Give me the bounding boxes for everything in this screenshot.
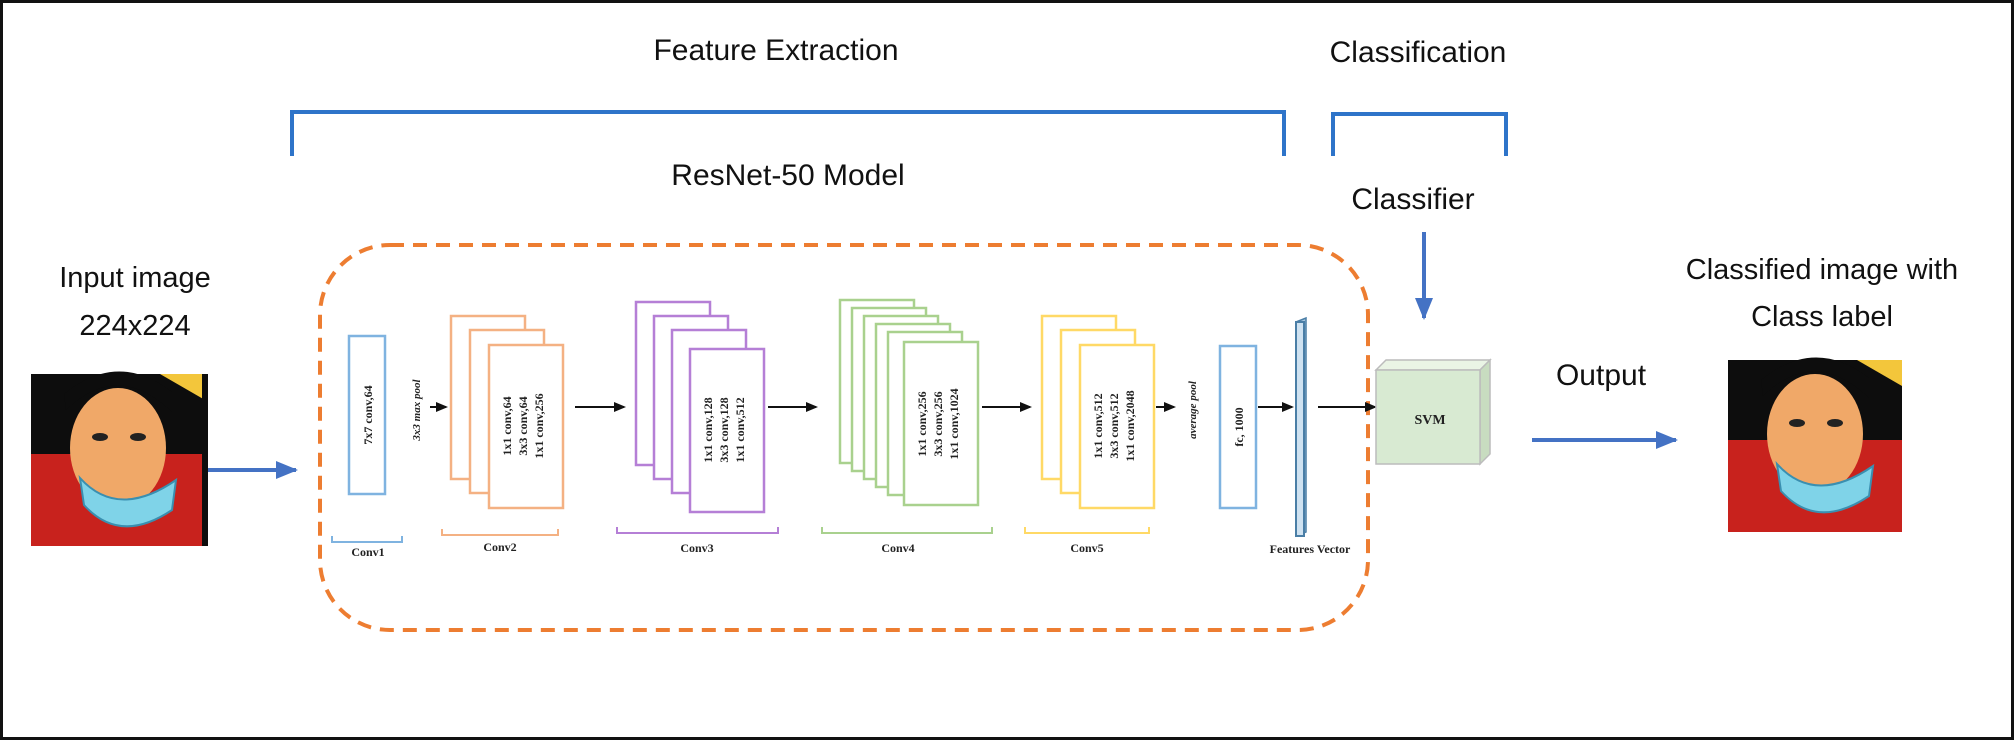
feature-extraction-bracket bbox=[290, 110, 1286, 156]
input-face-image bbox=[31, 371, 208, 546]
output-arrow-label: Output bbox=[1556, 359, 1647, 392]
conv4-block: 1x1 conv,256 3x3 conv,256 1x1 conv,1024 … bbox=[821, 298, 993, 555]
input-label-line1: Input image bbox=[59, 262, 211, 294]
conv1-layer-text: 7x7 conv,64 bbox=[361, 385, 375, 444]
classification-label: Classification bbox=[1330, 36, 1507, 69]
conv1-stage-label: Conv1 bbox=[351, 545, 384, 559]
conv4-line-2: 3x3 conv,256 bbox=[931, 391, 945, 456]
classifier-label: Classifier bbox=[1351, 183, 1474, 216]
feature-extraction-label: Feature Extraction bbox=[653, 34, 898, 67]
features-vector-label: Features Vector bbox=[1270, 542, 1351, 556]
output-label-line1: Classified image with bbox=[1686, 254, 1958, 286]
output-face-image bbox=[1728, 357, 1902, 532]
conv2-line-2: 3x3 conv,64 bbox=[516, 396, 530, 455]
conv4-line-3: 1x1 conv,1024 bbox=[947, 388, 961, 459]
conv3-line-2: 3x3 conv,128 bbox=[717, 397, 731, 462]
conv4-stage-label: Conv4 bbox=[881, 541, 914, 555]
conv2-stage-label: Conv2 bbox=[483, 540, 516, 554]
classification-bracket bbox=[1331, 112, 1508, 156]
svm-label: SVM bbox=[1414, 413, 1445, 428]
svm-block: SVM bbox=[1374, 358, 1492, 466]
conv3-block: 1x1 conv,128 3x3 conv,128 1x1 conv,512 C… bbox=[616, 300, 779, 555]
conv2-line-3: 1x1 conv,256 bbox=[532, 393, 546, 458]
output-label-line2: Class label bbox=[1751, 301, 1893, 333]
fc-layer-text: fc, 1000 bbox=[1232, 407, 1246, 446]
average-pool-label: average pool bbox=[1187, 380, 1199, 439]
resnet-model-box bbox=[318, 243, 1370, 632]
conv5-line-1: 1x1 conv,512 bbox=[1091, 393, 1105, 458]
conv5-stage-label: Conv5 bbox=[1070, 541, 1103, 555]
features-vector-bar bbox=[1295, 316, 1307, 538]
conv5-block: 1x1 conv,512 3x3 conv,512 1x1 conv,2048 … bbox=[1024, 314, 1156, 555]
fc-block: fc, 1000 bbox=[1218, 344, 1258, 510]
conv4-line-1: 1x1 conv,256 bbox=[915, 391, 929, 456]
model-name-label: ResNet-50 Model bbox=[671, 159, 904, 192]
conv3-line-3: 1x1 conv,512 bbox=[733, 397, 747, 462]
conv2-line-1: 1x1 conv,64 bbox=[500, 396, 514, 455]
max-pool-label: 3x3 max pool bbox=[411, 379, 423, 442]
conv3-stage-label: Conv3 bbox=[680, 541, 713, 555]
conv3-line-1: 1x1 conv,128 bbox=[701, 397, 715, 462]
input-label-line2: 224x224 bbox=[79, 310, 190, 342]
conv5-line-3: 1x1 conv,2048 bbox=[1123, 390, 1137, 461]
conv2-block: 1x1 conv,64 3x3 conv,64 1x1 conv,256 Con… bbox=[441, 314, 565, 554]
conv1-block: 7x7 conv,64 Conv1 bbox=[331, 334, 403, 559]
conv5-line-2: 3x3 conv,512 bbox=[1107, 393, 1121, 458]
